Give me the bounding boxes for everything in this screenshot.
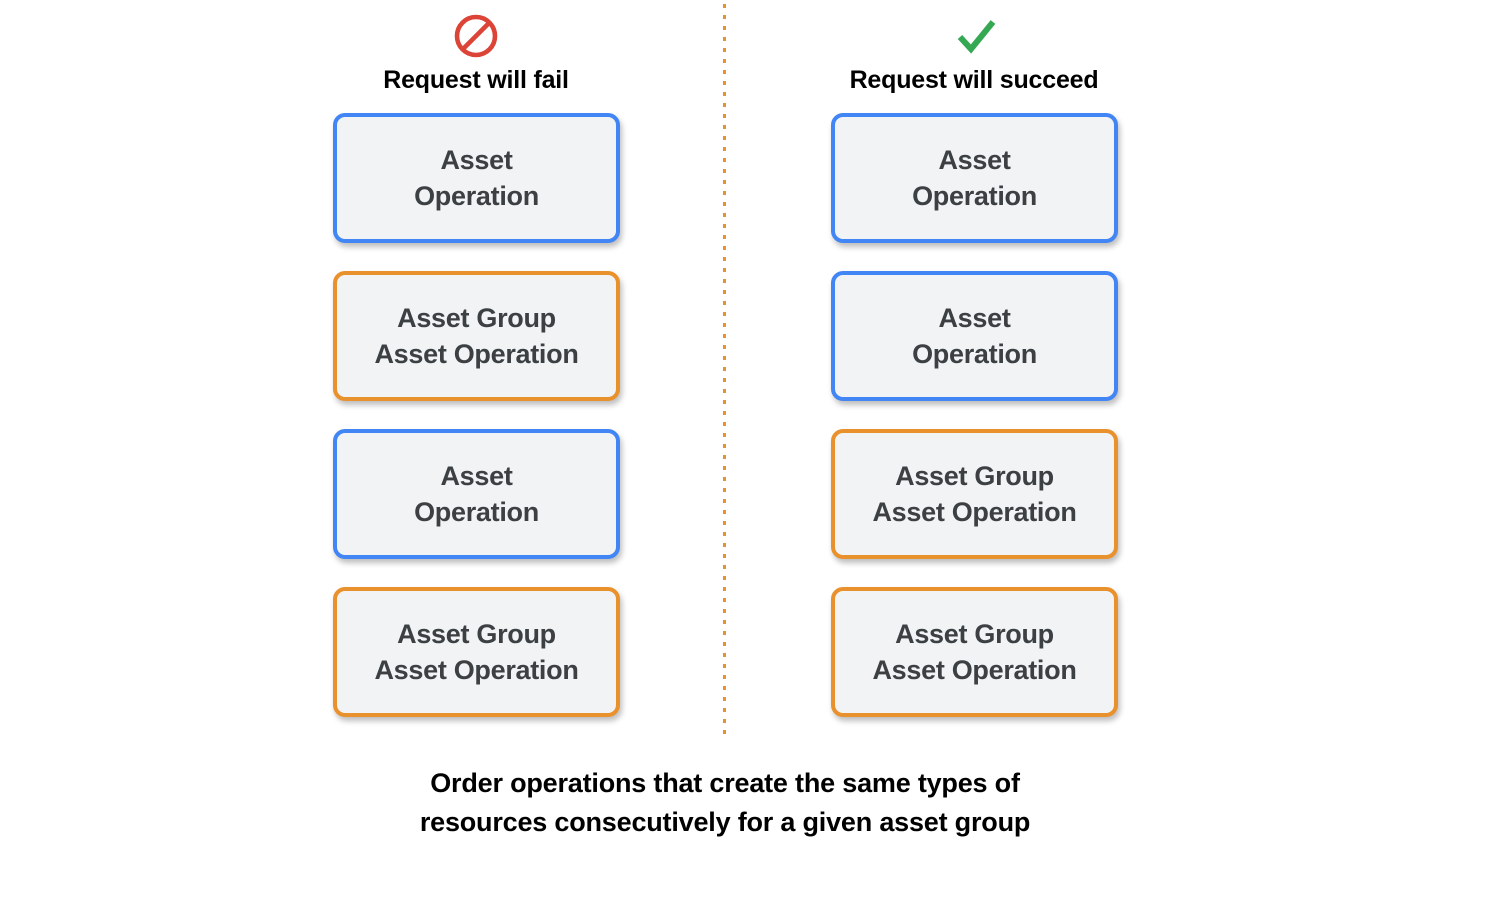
card-label: Asset Group Asset Operation	[374, 619, 579, 685]
card-label: Asset Group Asset Operation	[872, 619, 1077, 685]
card-asset-operation[interactable]: Asset Operation	[831, 113, 1118, 243]
card-label: Asset Operation	[912, 303, 1037, 369]
card-label: Asset Operation	[912, 145, 1037, 211]
column-header-label-fail: Request will fail	[383, 66, 569, 94]
card-asset-group-asset-operation[interactable]: Asset Group Asset Operation	[831, 587, 1118, 717]
column-divider	[723, 4, 726, 737]
diagram-caption: Order operations that create the same ty…	[419, 768, 1031, 837]
card-asset-group-asset-operation[interactable]: Asset Group Asset Operation	[333, 271, 620, 401]
card-label: Asset Group Asset Operation	[872, 461, 1077, 527]
card-label: Asset Operation	[414, 461, 539, 527]
prohibition-icon	[454, 14, 498, 58]
card-label: Asset Group Asset Operation	[374, 303, 579, 369]
card-asset-operation[interactable]: Asset Operation	[333, 113, 620, 243]
card-asset-group-asset-operation[interactable]: Asset Group Asset Operation	[333, 587, 620, 717]
column-header-succeed: Request will succeed	[824, 12, 1124, 95]
card-asset-operation[interactable]: Asset Operation	[831, 271, 1118, 401]
checkmark-icon	[957, 20, 996, 54]
card-stack-succeed: Asset Operation Asset Operation Asset Gr…	[831, 113, 1118, 717]
column-header-fail: Request will fail	[326, 12, 626, 95]
card-stack-fail: Asset Operation Asset Group Asset Operat…	[333, 113, 620, 717]
card-asset-operation[interactable]: Asset Operation	[333, 429, 620, 559]
card-asset-group-asset-operation[interactable]: Asset Group Asset Operation	[831, 429, 1118, 559]
card-label: Asset Operation	[414, 145, 539, 211]
column-header-label-succeed: Request will succeed	[849, 66, 1099, 94]
